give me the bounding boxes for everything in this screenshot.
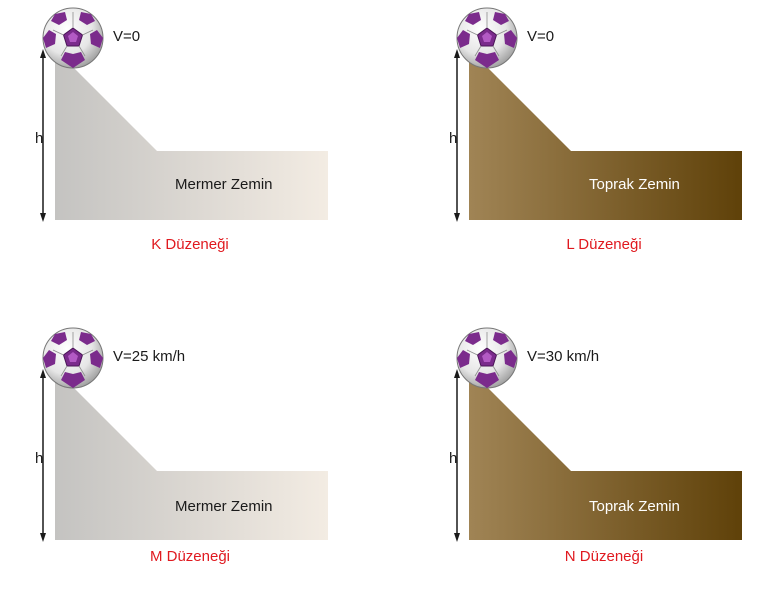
soccer-ball-icon bbox=[456, 327, 518, 389]
setup-caption: K Düzeneği bbox=[151, 236, 229, 253]
velocity-label: V=25 km/h bbox=[113, 348, 186, 365]
marble-ground-shape bbox=[55, 49, 328, 220]
setup-caption: N Düzeneği bbox=[564, 548, 644, 565]
height-arrow bbox=[40, 369, 46, 542]
setup-caption: M Düzeneği bbox=[149, 548, 231, 565]
height-label: h bbox=[449, 130, 458, 147]
velocity-label: V=0 bbox=[113, 28, 141, 45]
soccer-ball-icon bbox=[42, 327, 104, 389]
height-arrow bbox=[454, 49, 460, 222]
setup-k: V=0 h Mermer Zemin K Düzeneği bbox=[35, 6, 400, 276]
soccer-ball-icon bbox=[42, 7, 104, 69]
ramp-diagram bbox=[40, 49, 328, 222]
setup-n: V=30 km/h h Toprak Zemin N Düzeneği bbox=[449, 326, 780, 596]
height-arrow bbox=[40, 49, 46, 222]
surface-label: Mermer Zemin bbox=[175, 498, 273, 515]
setup-m: V=25 km/h h Mermer Zemin M Düzeneği bbox=[35, 326, 400, 596]
setup-caption: L Düzeneği bbox=[566, 236, 642, 253]
soil-ground-shape bbox=[469, 369, 742, 540]
setup-l: V=0 h Toprak Zemin L Düzeneği bbox=[449, 6, 780, 276]
ramp-diagram bbox=[454, 49, 742, 222]
velocity-label: V=30 km/h bbox=[527, 348, 600, 365]
surface-label: Toprak Zemin bbox=[589, 498, 680, 515]
marble-ground-shape bbox=[55, 369, 328, 540]
height-arrow bbox=[454, 369, 460, 542]
ramp-diagram bbox=[40, 369, 328, 542]
height-label: h bbox=[35, 450, 44, 467]
soccer-ball-icon bbox=[456, 7, 518, 69]
surface-label: Mermer Zemin bbox=[175, 176, 273, 193]
soil-ground-shape bbox=[469, 49, 742, 220]
height-label: h bbox=[35, 130, 44, 147]
height-label: h bbox=[449, 450, 458, 467]
ramp-diagram bbox=[454, 369, 742, 542]
surface-label: Toprak Zemin bbox=[589, 176, 680, 193]
velocity-label: V=0 bbox=[527, 28, 555, 45]
